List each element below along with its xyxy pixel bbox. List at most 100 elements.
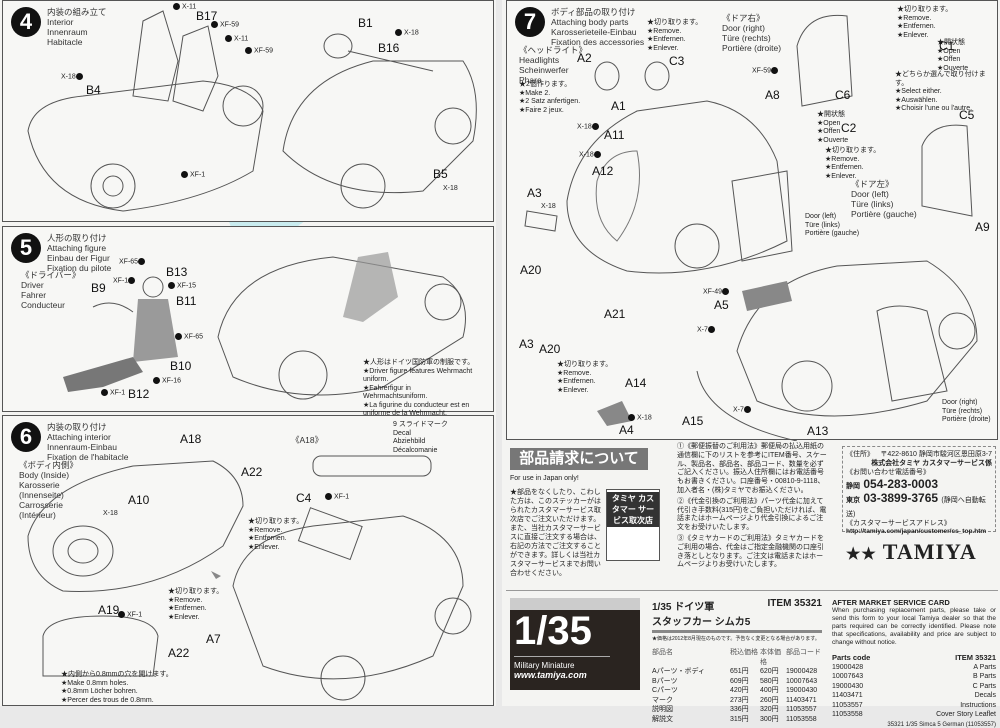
left-page: jms 4 内装の組み立てInteriorInnenraumHabitacle …: [0, 0, 496, 706]
paint-code: XF-1: [325, 493, 349, 500]
paint-code: X-18: [443, 185, 458, 192]
step-title-fr: Fixation des accessories: [551, 37, 645, 47]
part-label: A15: [682, 414, 704, 428]
tamiya-logo: ★★ TAMIYA: [846, 539, 977, 564]
step-number: 7: [515, 7, 545, 37]
part-label: B5: [433, 167, 448, 181]
paint-code: XF-16: [153, 377, 181, 384]
remove-note: ★切り取ります。★Remove.★Entfernen.★Enlever.: [557, 361, 613, 394]
japan-only-note: For use in Japan only!: [510, 475, 579, 482]
paint-code: XF-65: [119, 258, 147, 265]
subheading-jp: 《ボディ内側》: [19, 460, 78, 470]
remove-note: ★切り取ります。★Remove.★Entfernen.★Enlever.: [647, 19, 703, 52]
scale-badge: 1/35 Military Miniature www.tamiya.com: [510, 598, 640, 690]
step-number: 4: [11, 7, 41, 37]
part-label: A7: [206, 632, 221, 646]
paint-code: XF-15: [168, 282, 196, 289]
step-number: 5: [11, 233, 41, 263]
subheading: Karosserie: [19, 480, 60, 490]
step-title-en: Interior: [47, 17, 74, 27]
subheading: Scheinwerfer: [519, 65, 569, 75]
step-title-de: Innenraum-Einbau: [47, 442, 117, 452]
step-title-jp: 内装の組み立て: [47, 7, 107, 17]
part-label: B1: [358, 16, 373, 30]
part-label: B4: [86, 83, 101, 97]
step-number: 6: [11, 422, 41, 452]
step-title-de: Karosserieteile-Einbau: [551, 27, 637, 37]
part-label: B11: [176, 294, 197, 308]
paint-code: XF-65: [175, 333, 203, 340]
after-market-card: AFTER MARKET SERVICE CARD When purchasin…: [832, 598, 996, 728]
step-title-jp: ボディ部品の取り付け: [551, 7, 636, 17]
part-label: A22: [168, 646, 190, 660]
paint-code: X-11: [225, 35, 248, 42]
order-title: 部品請求について: [510, 448, 648, 470]
paint-code: XF-49: [703, 288, 731, 295]
part-label: A3: [519, 337, 534, 351]
paint-code: X-18: [395, 29, 419, 36]
subheading: (Innenseite): [19, 490, 64, 500]
paint-code: XF-1: [113, 277, 137, 284]
part-label: A10: [128, 493, 150, 507]
part-label: A19: [98, 603, 120, 617]
part-label: B12: [128, 387, 150, 401]
remove-note: ★切り取ります。★Remove.★Entfernen.★Enlever.: [897, 6, 953, 39]
paint-code: XF-59: [752, 67, 780, 74]
paint-code: X-18: [541, 203, 556, 210]
paint-code: XF-59: [245, 47, 273, 54]
paint-code: X-11: [173, 3, 196, 10]
step-title-fr: Fixation du pilote: [47, 263, 112, 273]
door-right-heading: 《ドア右》Door (right)Türe (rechts)Portière (…: [722, 13, 782, 53]
open-note: ★開状態★Open★Offen★Ouverte: [937, 39, 969, 72]
open-note: ★開状態★Open★Offen★Ouverte: [817, 111, 849, 144]
part-label: A4: [619, 423, 634, 437]
contact-box: 《住所》 〒422-8610 静岡市駿河区恩田原3-7 株式会社タミヤ カスタマ…: [842, 446, 996, 535]
paint-code: X-18: [579, 151, 603, 158]
step-title-fr: Habitacle: [47, 37, 83, 47]
part-label: A3: [527, 186, 542, 200]
subheading: Conducteur: [21, 300, 65, 310]
part-label: A13: [807, 424, 829, 438]
step-title-fr: Fixation de l'habitacle: [47, 452, 129, 462]
subheading: Body (Inside): [19, 470, 70, 480]
subheading-jp: 《ヘッドライト》: [519, 45, 588, 55]
part-label: A20: [539, 342, 561, 356]
part-label: A20: [520, 263, 542, 277]
subheading-jp: 《ドライバー》: [21, 270, 81, 280]
part-label: C1: [939, 39, 955, 53]
paint-code: X-18: [628, 414, 652, 421]
part-label: A12: [592, 164, 614, 178]
part-label: B9: [91, 281, 106, 295]
body-parts-diagram: [524, 14, 978, 441]
step-title-de: Innenraum: [47, 27, 88, 37]
part-label: B10: [170, 359, 192, 373]
part-label: A8: [765, 88, 780, 102]
divider: [506, 590, 998, 591]
part-label: A2: [577, 51, 592, 65]
part-label: C2: [841, 121, 857, 135]
uniform-note: ★人形はドイツ国防軍の制服です。★Driver figure features …: [363, 359, 475, 417]
door-left-heading: 《ドア左》Door (left)Türe (links)Portière (ga…: [851, 179, 917, 219]
select-note: ★どちらか選んで取り付けます。★Select either.★Auswählen…: [895, 71, 986, 112]
customer-service-url[interactable]: http://tamiya.com/japan/customer/cs_top.…: [846, 528, 987, 535]
part-label: B13: [166, 265, 188, 279]
interior-attach-diagram: [27, 455, 472, 701]
part-label: A22: [241, 465, 263, 479]
part-label: A18: [180, 432, 202, 446]
paint-code: X-18: [103, 510, 118, 517]
